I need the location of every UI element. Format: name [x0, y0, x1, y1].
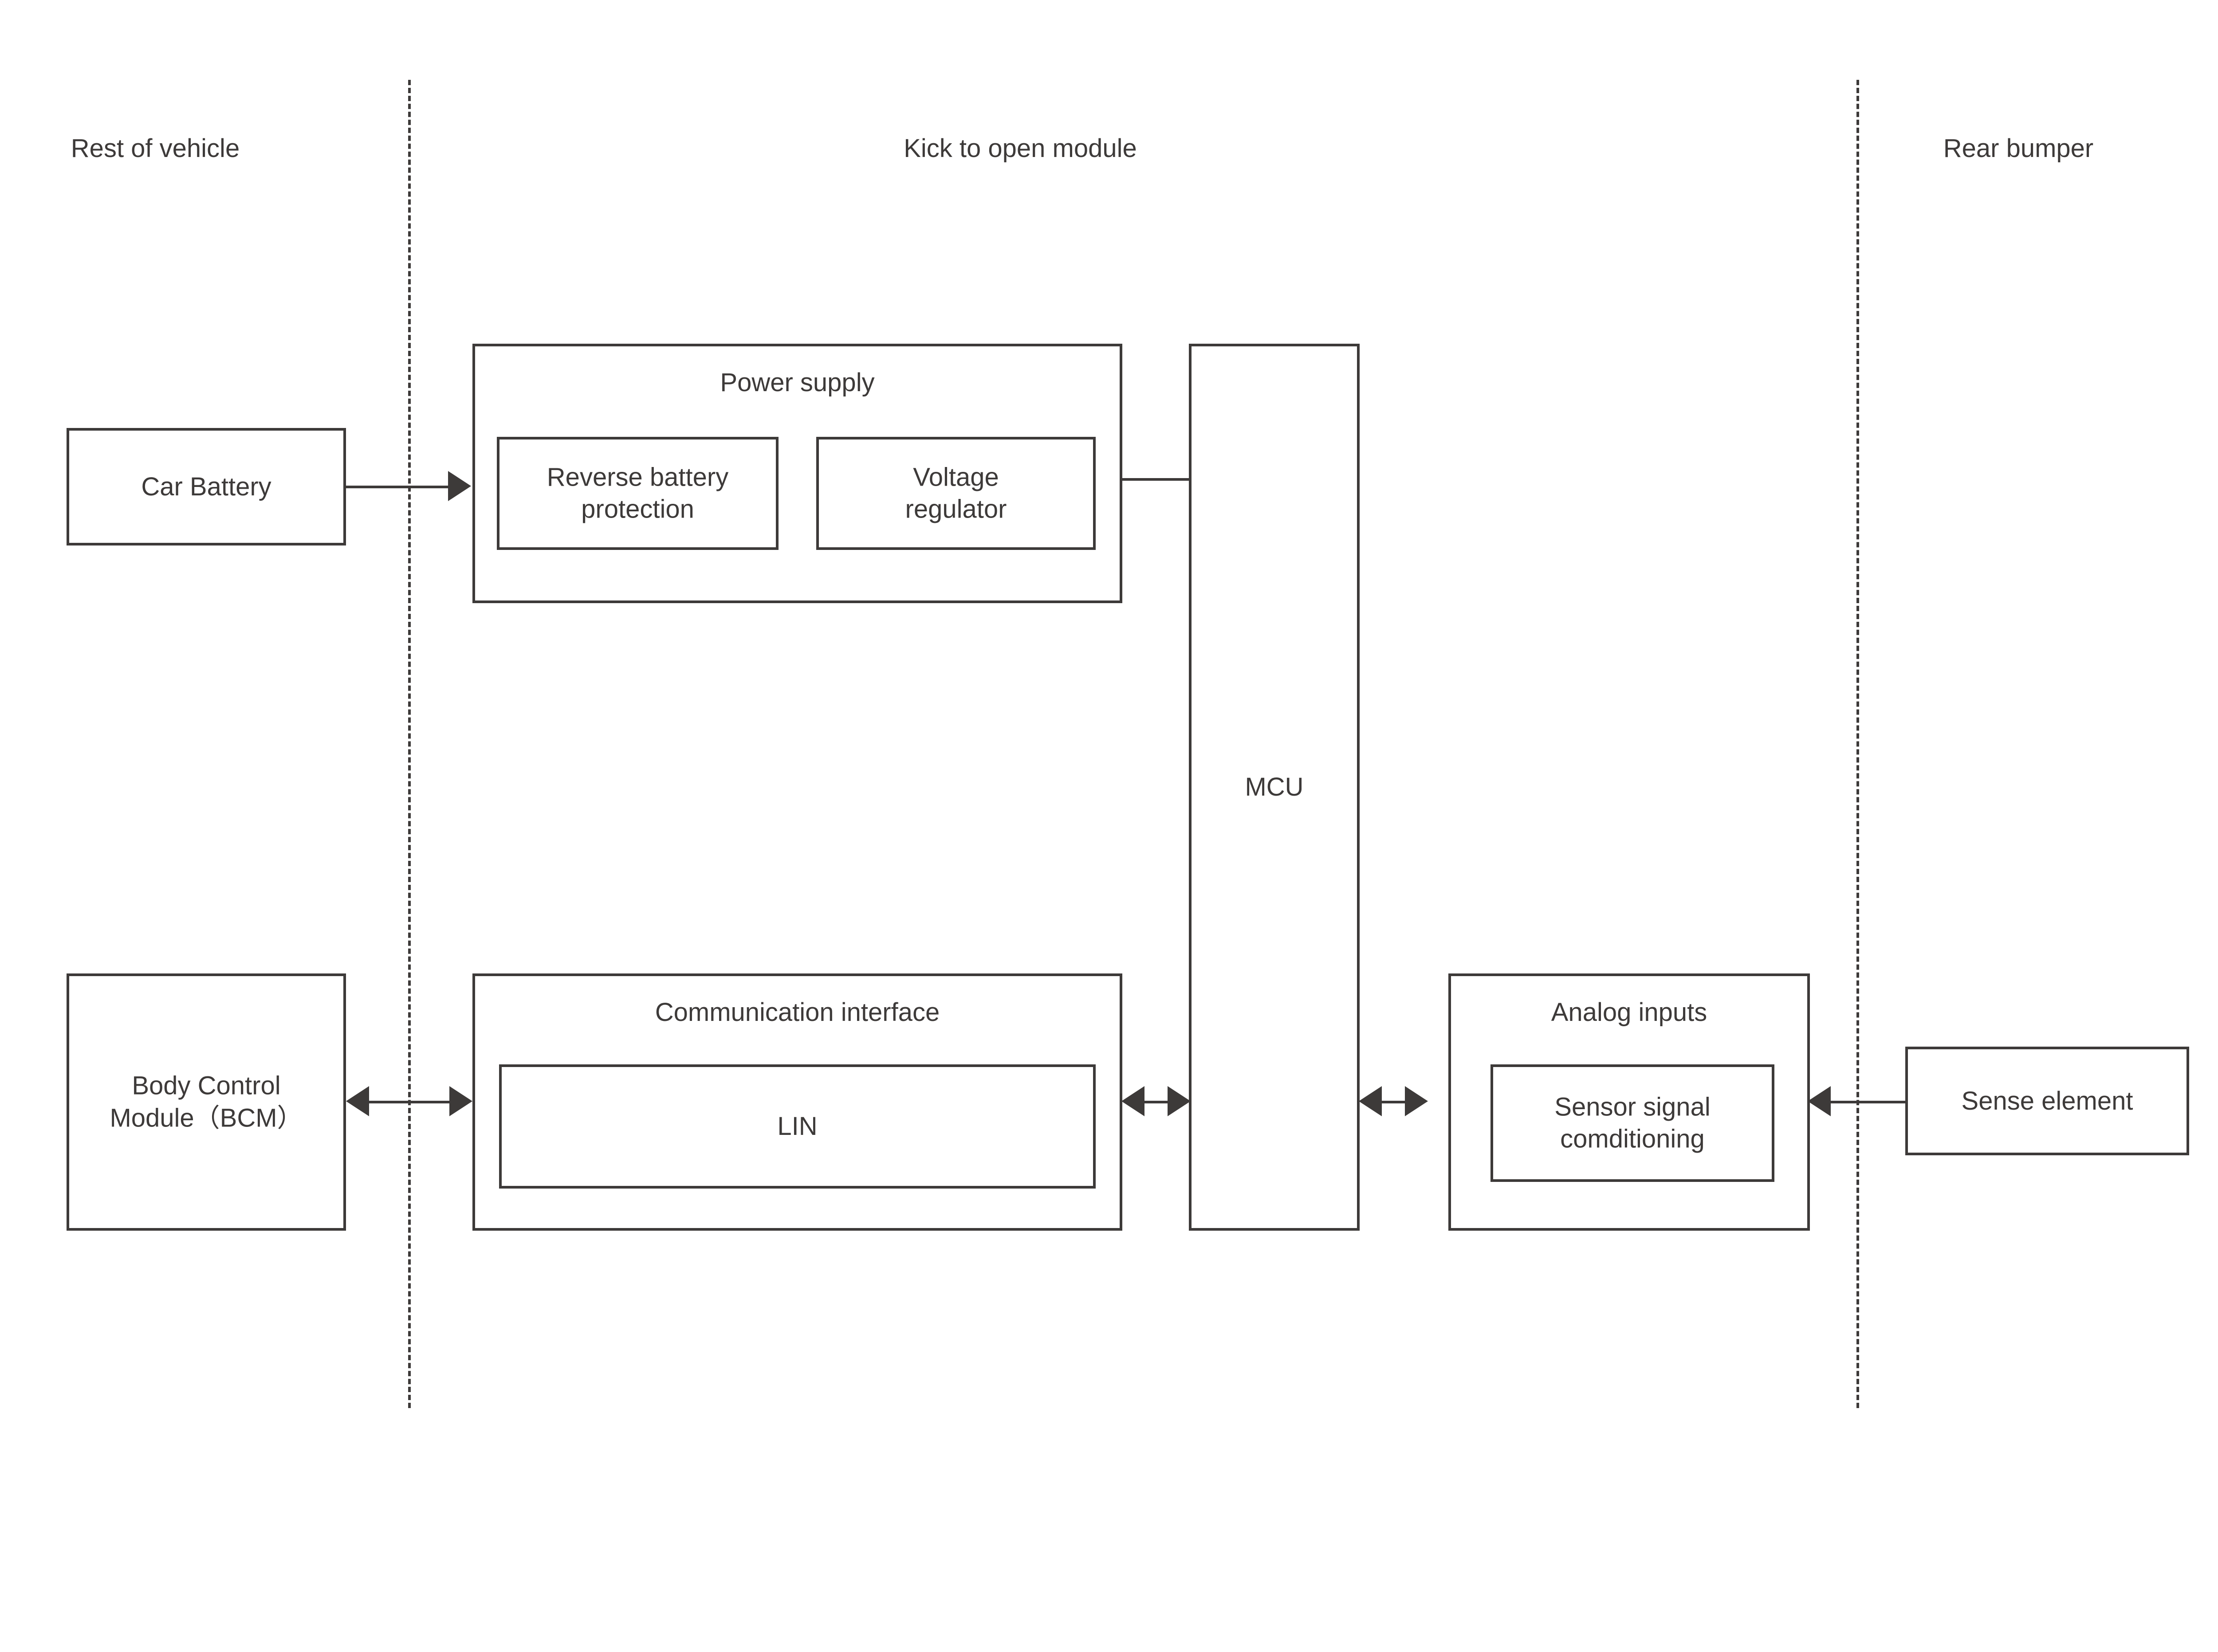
- block-body-control-module[interactable]: Body Control Module（BCM）: [67, 973, 346, 1231]
- divider-module-bumper: [1856, 80, 1859, 1408]
- block-car-battery[interactable]: Car Battery: [67, 428, 346, 545]
- zone-label-rest-of-vehicle: Rest of vehicle: [71, 134, 240, 163]
- divider-vehicle-module: [408, 80, 411, 1408]
- block-analog-inputs-label: Analog inputs: [1551, 998, 1707, 1027]
- connector-bcm-to-comms-arrowhead-left: [346, 1086, 369, 1116]
- connector-power-supply-to-mcu-line: [1120, 478, 1191, 481]
- connector-mcu-to-analog-inputs-arrowhead-left: [1359, 1086, 1382, 1116]
- zone-label-rear-bumper: Rear bumper: [1943, 134, 2094, 163]
- block-voltage-regulator[interactable]: Voltage regulator: [816, 437, 1096, 550]
- block-sensor-signal-conditioning[interactable]: Sensor signal comditioning: [1490, 1064, 1774, 1182]
- connector-bcm-to-comms-arrowhead-right: [449, 1086, 472, 1116]
- block-sense-element[interactable]: Sense element: [1905, 1047, 2189, 1155]
- block-reverse-battery-protection[interactable]: Reverse battery protection: [497, 437, 779, 550]
- block-mcu[interactable]: MCU: [1189, 344, 1360, 1231]
- block-sensor-signal-conditioning-label: Sensor signal comditioning: [1554, 1092, 1711, 1154]
- connector-comms-to-mcu-line: [1136, 1101, 1178, 1103]
- block-communication-interface-label: Communication interface: [655, 998, 940, 1027]
- block-lin[interactable]: LIN: [499, 1064, 1096, 1189]
- zone-label-kick-to-open-module: Kick to open module: [904, 134, 1137, 163]
- connector-comms-to-mcu-arrowhead-left: [1121, 1086, 1144, 1116]
- block-lin-label: LIN: [777, 1111, 818, 1141]
- block-voltage-regulator-label: Voltage regulator: [905, 463, 1007, 524]
- connector-comms-to-mcu-arrowhead-right: [1168, 1086, 1191, 1116]
- connector-bcm-to-comms-line: [359, 1101, 459, 1103]
- connector-mcu-to-analog-inputs-line: [1374, 1101, 1416, 1103]
- block-reverse-battery-protection-label: Reverse battery protection: [547, 463, 729, 524]
- connector-battery-to-power-supply-arrowhead: [448, 471, 471, 501]
- block-power-supply-label: Power supply: [720, 368, 875, 397]
- connector-sense-element-to-analog-inputs-arrowhead: [1808, 1086, 1831, 1116]
- block-body-control-module-label: Body Control Module（BCM）: [110, 1071, 303, 1133]
- connector-mcu-to-analog-inputs-arrowhead-right: [1405, 1086, 1428, 1116]
- block-car-battery-label: Car Battery: [141, 472, 271, 501]
- connector-battery-to-power-supply-line: [346, 486, 464, 488]
- block-sense-element-label: Sense element: [1961, 1086, 2133, 1115]
- connector-sense-element-to-analog-inputs-line: [1830, 1101, 1907, 1103]
- block-mcu-label: MCU: [1245, 772, 1304, 801]
